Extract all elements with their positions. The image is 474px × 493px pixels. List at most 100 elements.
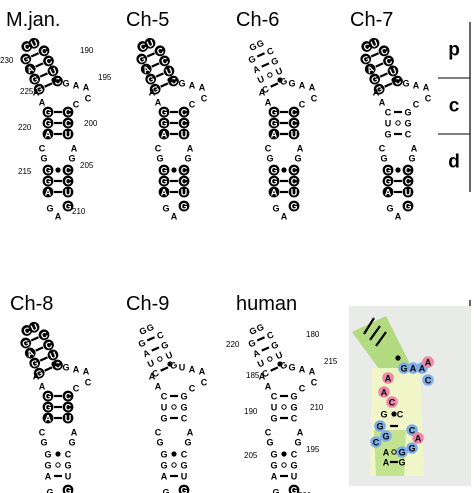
stem-d-left-nt: G: [268, 164, 280, 176]
nucleotide-letter: U: [385, 119, 392, 129]
pair-dot: [171, 451, 177, 457]
stem-p-right-nt: C: [265, 45, 275, 57]
nucleotide-letter: U: [29, 322, 39, 334]
nucleotide-disc: [62, 390, 74, 402]
nucleotide-disc: [42, 175, 54, 187]
nucleotide-letter: G: [294, 154, 301, 164]
stem-d-left-nt: G: [382, 164, 394, 176]
nucleotide-letter: U: [271, 403, 278, 413]
nucleotide-letter: U: [181, 130, 188, 140]
stem-c-left-nt: G: [158, 106, 170, 118]
residue-number: 185: [246, 371, 260, 380]
stem-c-left-nt: G: [42, 390, 54, 402]
stem-p-right-nt: C: [265, 329, 275, 341]
watson-crick-pair: [30, 52, 39, 58]
nucleotide-letter: U: [291, 188, 298, 198]
stem-c-left-nt: A: [42, 412, 54, 424]
nucleotide-disc: [288, 128, 300, 140]
junction-nt: C: [311, 94, 318, 104]
watson-crick-pair: [39, 356, 48, 362]
tail-nt: G: [46, 204, 53, 214]
nucleotide-disc: [62, 128, 74, 140]
nucleotide-disc: [42, 128, 54, 140]
nucleotide-letter: A: [189, 365, 196, 375]
wobble-pair: [281, 462, 287, 468]
nucleotide-letter: A: [419, 364, 426, 374]
junction-nt: G: [178, 79, 185, 89]
watson-crick-pair: [151, 346, 160, 352]
nucleotide-letter: G: [168, 359, 178, 371]
nucleotide-disc: [33, 367, 45, 379]
model-contact: [374, 420, 386, 432]
panel-title: Ch-9: [126, 293, 169, 315]
nucleotide-disc: [402, 175, 414, 187]
stem-c-left-nt: C: [271, 392, 278, 402]
nucleotide-disc: [364, 63, 376, 75]
nucleotide-letter: G: [384, 166, 391, 176]
junction-nt: A: [309, 367, 316, 377]
nucleotide-letter: G: [269, 55, 279, 67]
nucleotide-letter: A: [365, 63, 375, 75]
nucleotide-letter: G: [160, 177, 167, 187]
nucleotide-letter: G: [64, 461, 71, 471]
stem-c-right-nt: U: [62, 128, 74, 140]
nucleotide-letter: U: [48, 350, 58, 362]
bulge-nt: C: [73, 384, 80, 394]
nucleotide-disc: [178, 186, 190, 198]
pair-dot: [167, 361, 173, 367]
stem-d-right-nt: U: [178, 186, 190, 198]
stem-p-left-nt: G: [29, 74, 40, 86]
watson-crick-pair: [160, 366, 169, 372]
nucleotide-letter: G: [270, 177, 277, 187]
model-contact: [406, 442, 418, 454]
loop-nt: G: [248, 41, 258, 53]
nucleotide-letter: G: [180, 202, 187, 212]
nucleotide-disc: [42, 390, 54, 402]
internal-loop-nt: G: [294, 438, 301, 448]
model-contact: [396, 446, 408, 458]
watson-crick-pair: [256, 336, 265, 342]
bulge-nt: C: [299, 384, 306, 394]
stem-d-right-nt: C: [178, 164, 190, 176]
nucleotide-disc: [24, 347, 36, 359]
junction-nt: C: [201, 378, 208, 388]
loop-nt: G: [138, 325, 148, 337]
stem-c-right-nt: C: [62, 117, 74, 129]
internal-loop-nt: A: [297, 428, 304, 438]
nucleotide-letter: G: [178, 79, 185, 89]
nucleotide-letter: A: [297, 144, 304, 154]
nucleotide-letter: C: [425, 94, 432, 104]
nucleotide-disc: [178, 106, 190, 118]
tail-nt: A: [171, 212, 178, 222]
nucleotide-disc: [62, 106, 74, 118]
internal-loop-nt: A: [71, 428, 78, 438]
junction-nt: A: [73, 365, 80, 375]
watson-crick-pair: [256, 52, 265, 58]
model-contact: [378, 386, 390, 398]
residue-number: 180: [306, 330, 320, 339]
tail-nt: A: [55, 212, 62, 222]
wobble-pair: [171, 404, 177, 410]
nucleotide-letter: G: [160, 119, 167, 129]
nucleotide-letter: C: [389, 398, 396, 408]
model-nt: A: [383, 458, 390, 468]
nucleotide-letter: G: [290, 486, 297, 493]
stem-p-left-nt: A: [251, 63, 261, 75]
stem-p-right-nt: U: [47, 350, 59, 362]
tail-nt: G: [162, 204, 169, 214]
nucleotide-letter: G: [160, 108, 167, 118]
nucleotide-letter: A: [373, 88, 380, 98]
nucleotide-letter: G: [290, 461, 297, 471]
nucleotide-letter: A: [199, 83, 206, 93]
stem-d-right-nt: C: [288, 164, 300, 176]
nucleotide-letter: C: [384, 55, 394, 67]
nucleotide-letter: C: [311, 94, 318, 104]
nucleotide-letter: A: [161, 188, 168, 198]
nucleotide-disc: [178, 128, 190, 140]
stem-c-left-nt: G: [384, 130, 391, 140]
junction-nt: A: [265, 98, 272, 108]
loop-nt: U: [144, 38, 156, 50]
stem-p-right-nt: G: [168, 359, 178, 371]
nucleotide-letter: G: [160, 414, 167, 424]
